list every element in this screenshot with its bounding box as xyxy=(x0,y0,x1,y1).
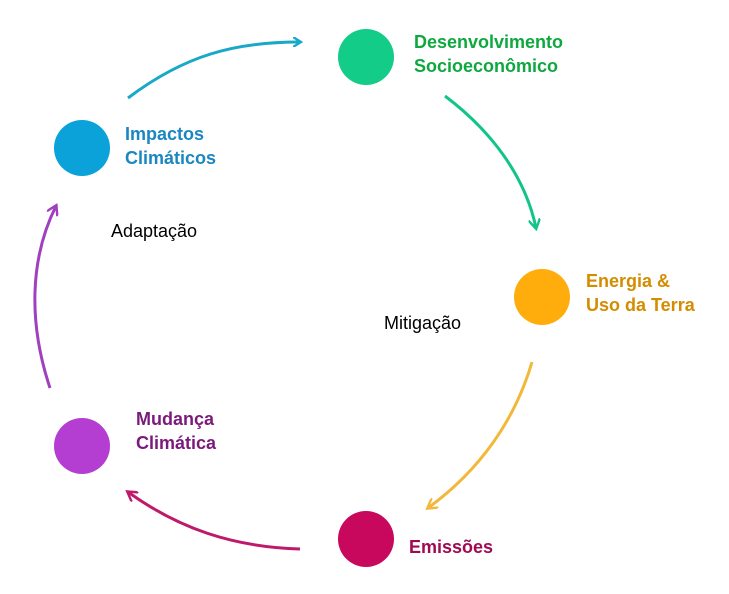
label-change-line2: Climática xyxy=(136,433,217,453)
arrow-impacts-to-socio xyxy=(127,42,300,100)
arrow-change-to-impacts xyxy=(33,206,56,389)
label-socioeconomic-development: Desenvolvimento Socioeconômico xyxy=(414,30,563,78)
label-energy-line1: Energia & xyxy=(586,271,671,291)
label-socio-line2: Socioeconômico xyxy=(414,56,559,76)
label-socio-line1: Desenvolvimento xyxy=(414,32,564,52)
arrow-socio-to-energy xyxy=(444,94,536,228)
label-energy-line2: Uso da Terra xyxy=(586,295,695,315)
label-energy-land-use: Energia & Uso da Terra xyxy=(586,269,695,317)
label-mitigation: Mitigação xyxy=(384,313,462,333)
label-impacts-line2: Climáticos xyxy=(125,148,217,168)
label-impacts-line1: Impactos xyxy=(125,124,205,144)
node-socioeconomic-development xyxy=(338,29,394,85)
node-climate-change xyxy=(54,418,110,474)
arrow-emissions-to-change xyxy=(128,492,301,551)
label-climate-change: Mudança Climática xyxy=(136,407,216,455)
node-energy-land-use xyxy=(514,269,570,325)
arrow-energy-to-emissions xyxy=(428,361,534,508)
label-adaptation: Adaptação xyxy=(111,221,198,241)
label-climate-impacts: Impactos Climáticos xyxy=(125,122,216,170)
node-emissions xyxy=(338,511,394,567)
label-emissions-line1: Emissões xyxy=(409,537,494,557)
label-change-line1: Mudança xyxy=(136,409,215,429)
label-emissions: Emissões xyxy=(409,535,493,559)
node-climate-impacts xyxy=(54,120,110,176)
